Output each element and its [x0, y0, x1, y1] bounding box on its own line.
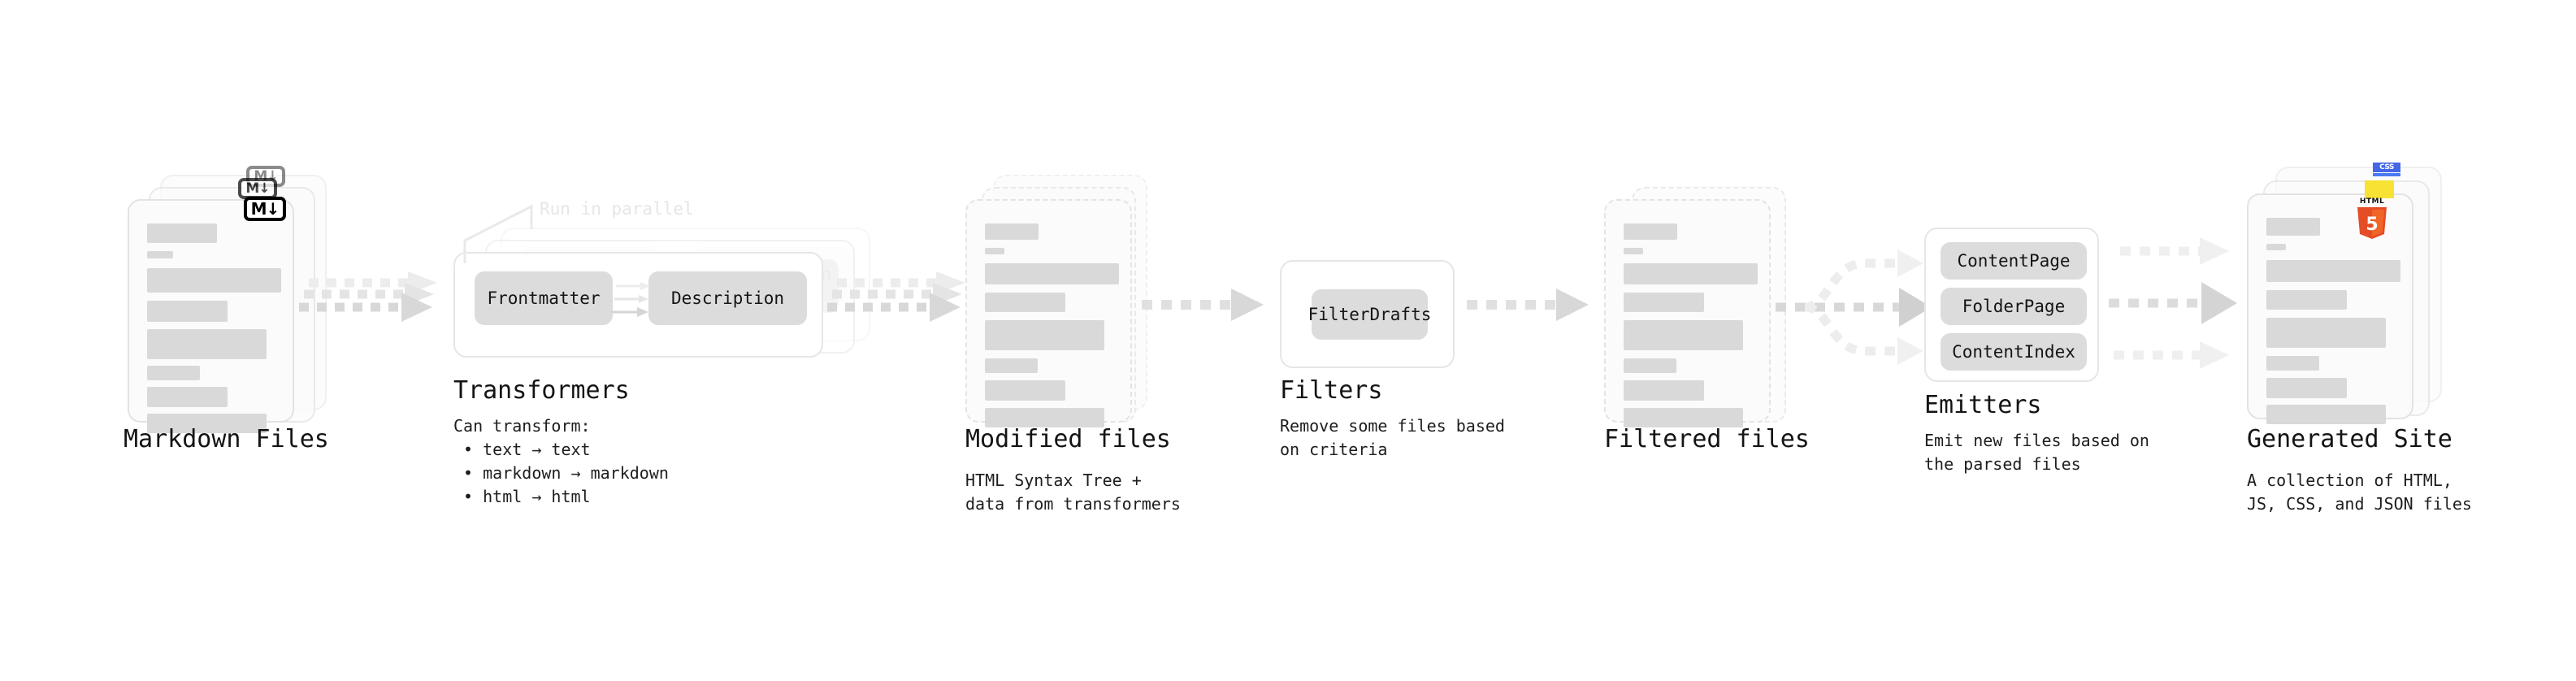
- doc-bar: [147, 223, 217, 243]
- css3-label: CSS: [2373, 163, 2400, 172]
- run-in-parallel-label: Run in parallel: [540, 199, 694, 219]
- doc-bar: [985, 223, 1039, 240]
- connector-modified-to-filters: [1142, 288, 1264, 321]
- site-card-front: [2247, 193, 2413, 424]
- doc-bar: [2266, 318, 2386, 348]
- stage-subtitle-emitters: Emit new files based on the parsed files: [1924, 431, 2149, 474]
- doc-bar: [2266, 260, 2400, 282]
- doc-bar: [147, 251, 173, 258]
- doc-bar: [1624, 380, 1704, 401]
- stage-title-transformers: Transformers: [453, 376, 630, 405]
- connector-emitters-to-site: [2109, 237, 2237, 369]
- doc-bar: [147, 268, 281, 293]
- connector-markdown-to-transformers: [299, 271, 437, 322]
- emitters-group: ContentPage FolderPage ContentIndex: [1924, 228, 2099, 382]
- svg-text:5: 5: [2366, 215, 2378, 235]
- doc-bar: [1624, 263, 1758, 284]
- doc-bar: [2266, 356, 2319, 371]
- transformer-group-front: Frontmatter Description: [453, 252, 823, 358]
- doc-bar: [1624, 320, 1743, 350]
- run-in-parallel-bracket: [463, 204, 533, 263]
- doc-bar: [985, 248, 1004, 254]
- emitter-pill-contentpage[interactable]: ContentPage: [1941, 242, 2087, 280]
- doc-bar: [985, 380, 1065, 401]
- doc-bar: [985, 408, 1104, 427]
- doc-bar: [147, 414, 267, 433]
- css3-icon: CSS: [2373, 163, 2400, 179]
- stage-title-filtered-files: Filtered files: [1604, 425, 1810, 453]
- stage-title-generated-site: Generated Site: [2247, 425, 2452, 453]
- stage-title-markdown-files: Markdown Files: [124, 425, 329, 453]
- filters-group: FilterDrafts: [1280, 260, 1455, 368]
- filtered-card-front: [1604, 199, 1771, 427]
- stage-subtitle-transformers: Can transform: • text → text • markdown …: [453, 416, 669, 506]
- doc-bar: [1624, 358, 1676, 373]
- transformer-pill-description[interactable]: Description: [648, 271, 807, 325]
- doc-bar: [985, 263, 1119, 284]
- doc-bar: [147, 366, 200, 380]
- doc-bar: [1624, 408, 1743, 427]
- doc-bar: [985, 293, 1065, 312]
- transformer-pill-frontmatter[interactable]: Frontmatter: [475, 271, 613, 325]
- markdown-icon: M↓: [244, 197, 286, 221]
- stage-title-modified-files: Modified files: [965, 425, 1171, 453]
- doc-bar: [1624, 293, 1704, 312]
- doc-bar: [1624, 248, 1643, 254]
- connector-transformers-to-modified: [827, 271, 965, 322]
- stage-subtitle-filters: Remove some files based on criteria: [1280, 416, 1505, 459]
- doc-bar: [2266, 405, 2386, 424]
- doc-bar: [147, 301, 228, 322]
- html5-icon: HTML 5: [2355, 197, 2389, 240]
- doc-bar: [2266, 378, 2347, 398]
- doc-bar: [2266, 244, 2286, 250]
- css3-underline: [2373, 173, 2400, 176]
- doc-bar: [147, 387, 228, 407]
- stage-title-emitters: Emitters: [1924, 391, 2042, 419]
- emitter-pill-folderpage[interactable]: FolderPage: [1941, 288, 2087, 325]
- doc-bar: [1624, 223, 1677, 240]
- connector-filters-to-filtered: [1467, 288, 1589, 321]
- doc-bar: [2266, 218, 2320, 236]
- modified-card-front: [965, 199, 1132, 427]
- emitter-pill-contentindex[interactable]: ContentIndex: [1941, 333, 2087, 371]
- doc-bar: [2266, 290, 2347, 310]
- stage-title-filters: Filters: [1280, 376, 1383, 405]
- stage-subtitle-generated-site: A collection of HTML, JS, CSS, and JSON …: [2247, 471, 2472, 514]
- javascript-icon: [2365, 180, 2394, 198]
- filter-pill-filterdrafts[interactable]: FilterDrafts: [1308, 289, 1431, 340]
- transformer-inner-arrows: [611, 282, 650, 317]
- stage-subtitle-modified-files: HTML Syntax Tree + data from transformer…: [965, 471, 1181, 514]
- doc-bar: [985, 358, 1038, 373]
- connector-filtered-to-emitters: [1776, 249, 1932, 365]
- doc-bar: [147, 329, 267, 359]
- markdown-card-front: [128, 199, 294, 433]
- html5-label: HTML: [2359, 197, 2385, 206]
- doc-bar: [985, 320, 1104, 350]
